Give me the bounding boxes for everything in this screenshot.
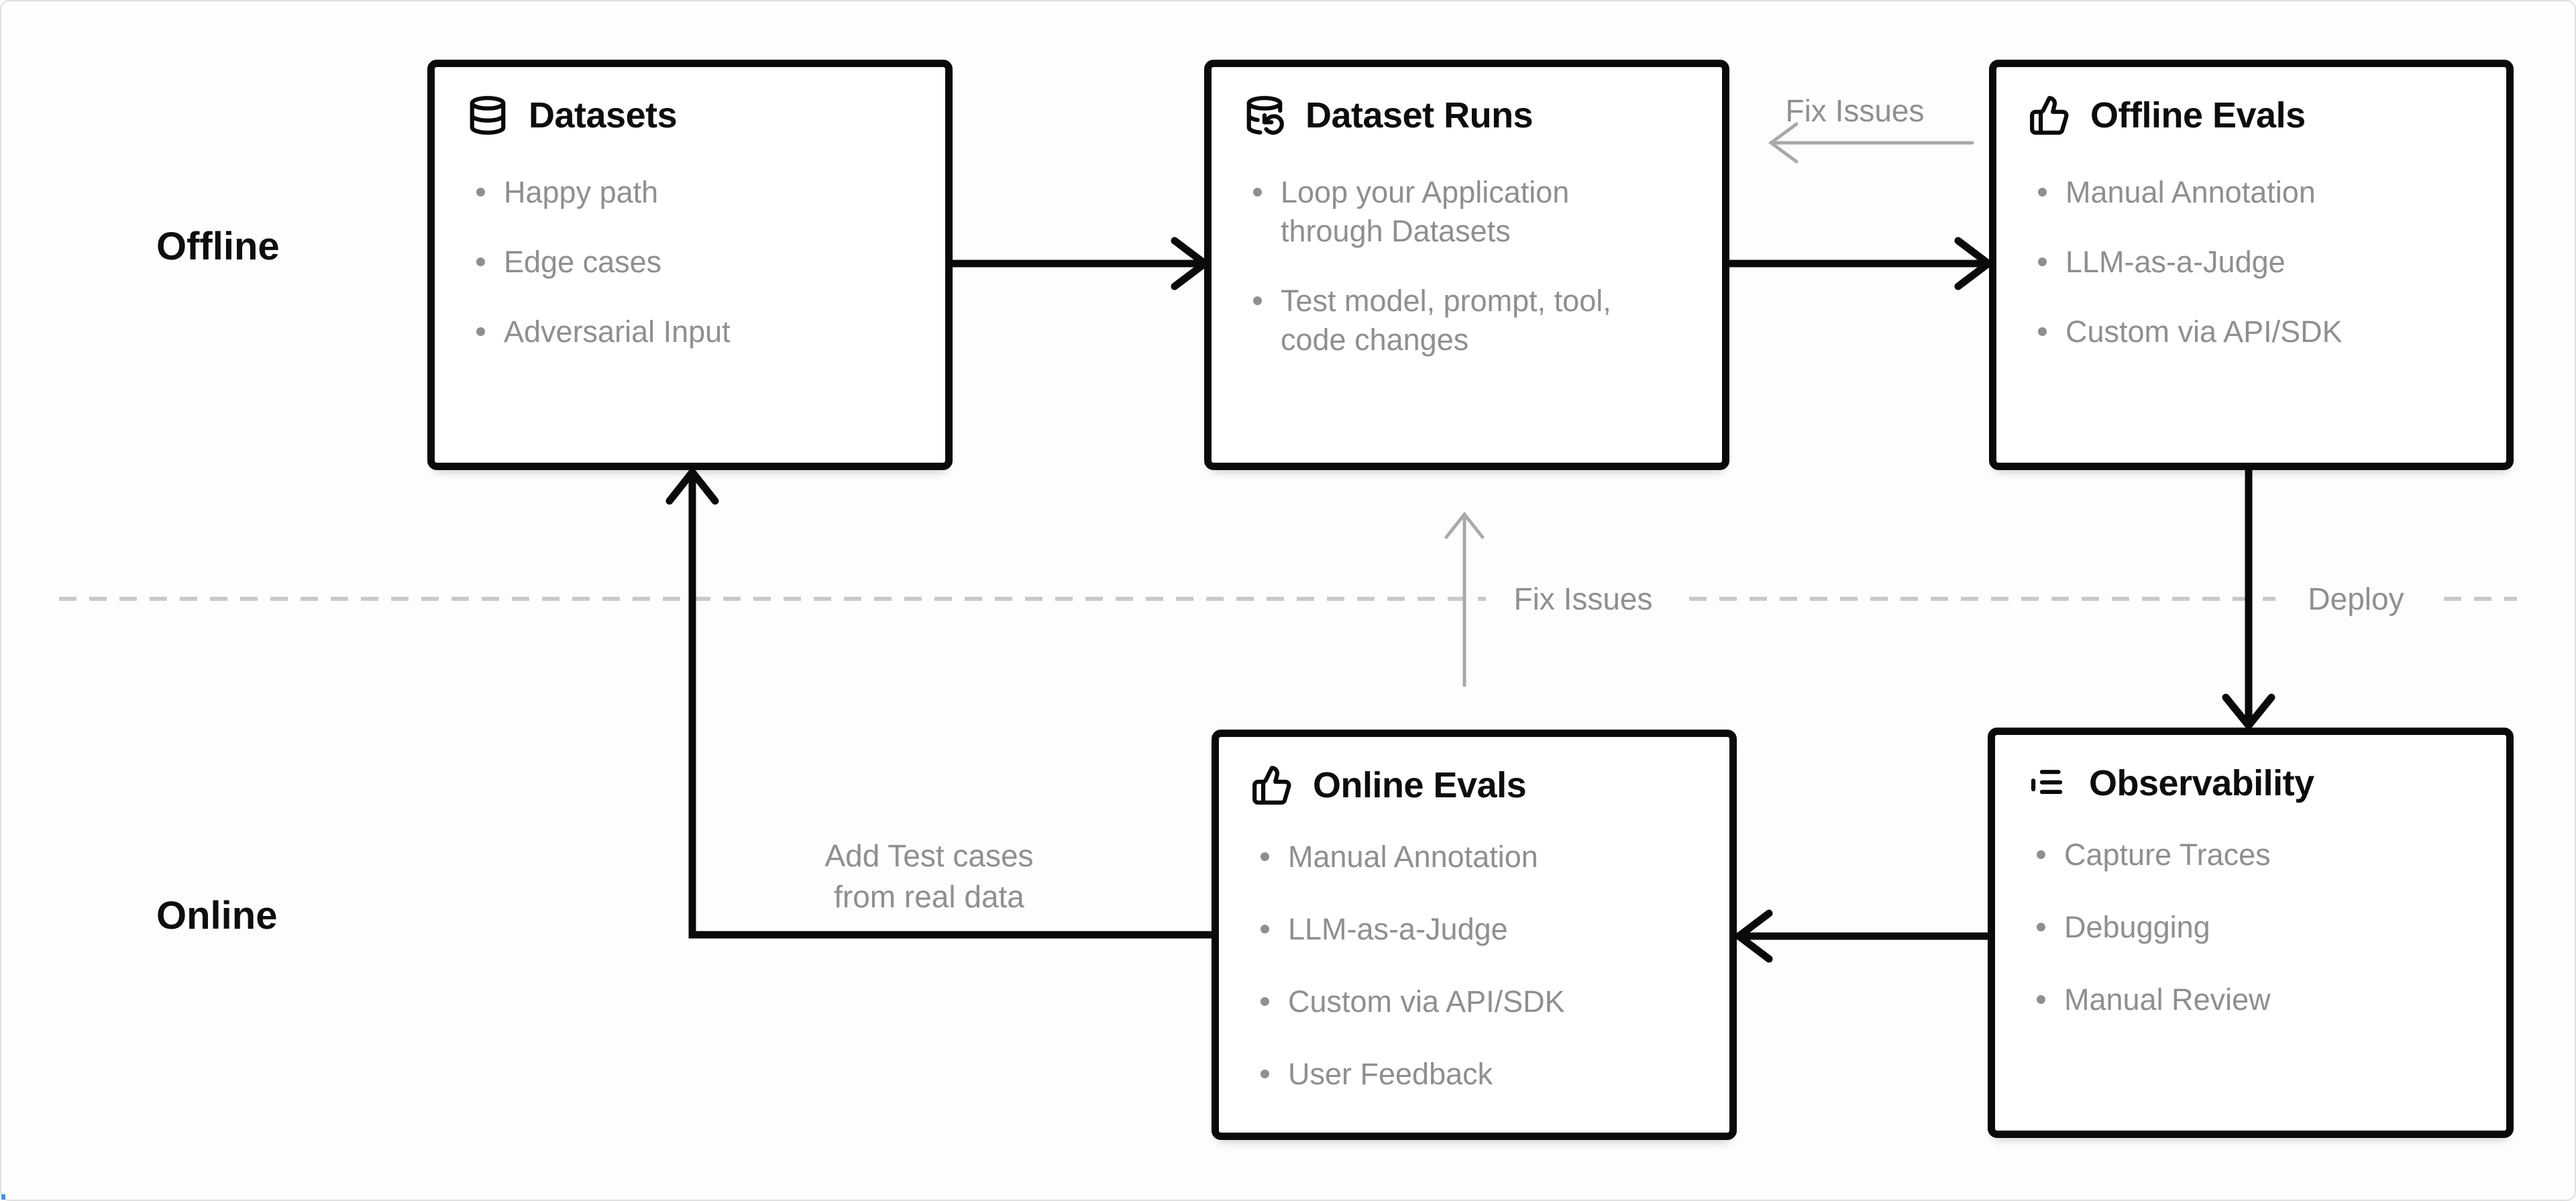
list-item: Test model, prompt, tool, code changes	[1253, 282, 1690, 359]
lane-label-online: Online	[156, 894, 278, 937]
bullet-dot	[2038, 327, 2047, 336]
box-title: Dataset Runs	[1305, 95, 1534, 135]
list-item-text: Happy path	[504, 175, 659, 209]
list-item: Edge cases	[476, 243, 913, 282]
bullet-dot	[1260, 852, 1269, 861]
bullet-dot	[2038, 188, 2047, 196]
database-icon	[470, 96, 506, 135]
list-item: Manual Annotation	[2038, 173, 2474, 212]
fix-issues-middle-arrow	[1444, 511, 1485, 687]
observability-to-online-evals-arrow	[1732, 909, 1988, 963]
bullet-list: Happy path Edge cases Adversarial Input	[467, 173, 913, 351]
box-online-evals: Online Evals Manual Annotation LLM-as-a-…	[1212, 730, 1737, 1140]
list-item-text: Custom via API/SDK	[2065, 314, 2343, 349]
list-tree-icon	[2031, 770, 2063, 795]
box-title: Online Evals	[1313, 765, 1527, 805]
list-item: Happy path	[476, 173, 913, 212]
add-test-cases-label: Add Test cases from real data	[755, 836, 1104, 917]
fix-issues-middle-label: Fix Issues	[1486, 579, 1680, 618]
bullet-dot	[1260, 997, 1269, 1006]
database-backup-icon	[1246, 96, 1284, 135]
list-item-text: LLM-as-a-Judge	[2065, 245, 2286, 279]
list-item-text: Debugging	[2064, 910, 2210, 944]
artifact-blue-dot	[1, 1194, 5, 1200]
add-test-cases-line1: Add Test cases	[824, 838, 1034, 873]
list-item-text: User Feedback	[1288, 1057, 1493, 1091]
list-item-text: Custom via API/SDK	[1288, 984, 1565, 1019]
list-item: Manual Annotation	[1260, 838, 1697, 876]
list-item: LLM-as-a-Judge	[1260, 910, 1697, 949]
deploy-label: Deploy	[2275, 579, 2436, 618]
list-item: User Feedback	[1260, 1055, 1697, 1094]
fix-issues-top-arrow	[1768, 122, 1974, 164]
box-title: Offline Evals	[2090, 95, 2306, 135]
box-offline-evals-header: Offline Evals	[2029, 94, 2474, 137]
deploy-arrow	[2222, 469, 2275, 732]
box-datasets: Datasets Happy path Edge cases Adversari…	[427, 60, 953, 470]
list-item: Custom via API/SDK	[1260, 982, 1697, 1021]
list-item: Adversarial Input	[476, 312, 913, 351]
thumbs-up-icon	[2030, 96, 2069, 135]
bullet-dot	[1260, 925, 1269, 933]
list-item-text: Loop your Application through Datasets	[1281, 175, 1570, 248]
box-title: Observability	[2089, 763, 2314, 803]
bullet-dot	[1253, 296, 1262, 305]
box-observability-header: Observability	[2027, 762, 2474, 805]
lane-label-offline: Offline	[156, 225, 280, 268]
bullet-dot	[476, 327, 485, 336]
bullet-list: Loop your Application through Datasets T…	[1244, 173, 1690, 359]
dataset-runs-to-offline-evals-arrow	[1729, 237, 1995, 290]
list-item-text: Capture Traces	[2064, 838, 2271, 872]
bullet-list: Manual Annotation LLM-as-a-Judge Custom …	[1251, 838, 1697, 1094]
bullet-dot	[1260, 1070, 1269, 1078]
bullet-dot	[476, 258, 485, 266]
box-online-evals-header: Online Evals	[1251, 764, 1697, 807]
box-title: Datasets	[529, 95, 678, 135]
list-item-text: Test model, prompt, tool, code changes	[1281, 284, 1611, 357]
list-item-text: Edge cases	[504, 245, 662, 279]
list-item: LLM-as-a-Judge	[2038, 243, 2474, 282]
bullet-list: Capture Traces Debugging Manual Review	[2027, 836, 2474, 1019]
list-item-text: Manual Review	[2064, 982, 2271, 1017]
thumbs-up-icon	[1252, 766, 1291, 805]
list-item-text: Adversarial Input	[504, 314, 731, 349]
list-item: Loop your Application through Datasets	[1253, 173, 1690, 251]
bullet-dot	[1253, 188, 1262, 196]
bullet-dot	[2038, 258, 2047, 266]
fix-issues-top-label: Fix Issues	[1785, 93, 1925, 128]
list-item-text: Manual Annotation	[1288, 840, 1538, 874]
box-dataset-runs-header: Dataset Runs	[1244, 94, 1690, 137]
add-test-cases-line2: from real data	[834, 879, 1024, 914]
list-item-text: Manual Annotation	[2065, 175, 2316, 209]
list-item: Manual Review	[2037, 980, 2474, 1019]
list-item-text: LLM-as-a-Judge	[1288, 912, 1508, 946]
bullet-list: Manual Annotation LLM-as-a-Judge Custom …	[2029, 173, 2474, 351]
box-datasets-header: Datasets	[467, 94, 913, 137]
box-offline-evals: Offline Evals Manual Annotation LLM-as-a…	[1989, 60, 2514, 470]
list-item: Capture Traces	[2037, 836, 2474, 874]
list-item: Custom via API/SDK	[2038, 312, 2474, 351]
bullet-dot	[2037, 995, 2045, 1004]
list-item: Debugging	[2037, 908, 2474, 947]
bullet-dot	[2037, 923, 2045, 931]
box-dataset-runs: Dataset Runs Loop your Application throu…	[1204, 60, 1729, 470]
bullet-dot	[2037, 850, 2045, 859]
box-observability: Observability Capture Traces Debugging M…	[1988, 728, 2514, 1138]
datasets-to-dataset-runs-arrow	[953, 237, 1212, 290]
bullet-dot	[476, 188, 485, 196]
